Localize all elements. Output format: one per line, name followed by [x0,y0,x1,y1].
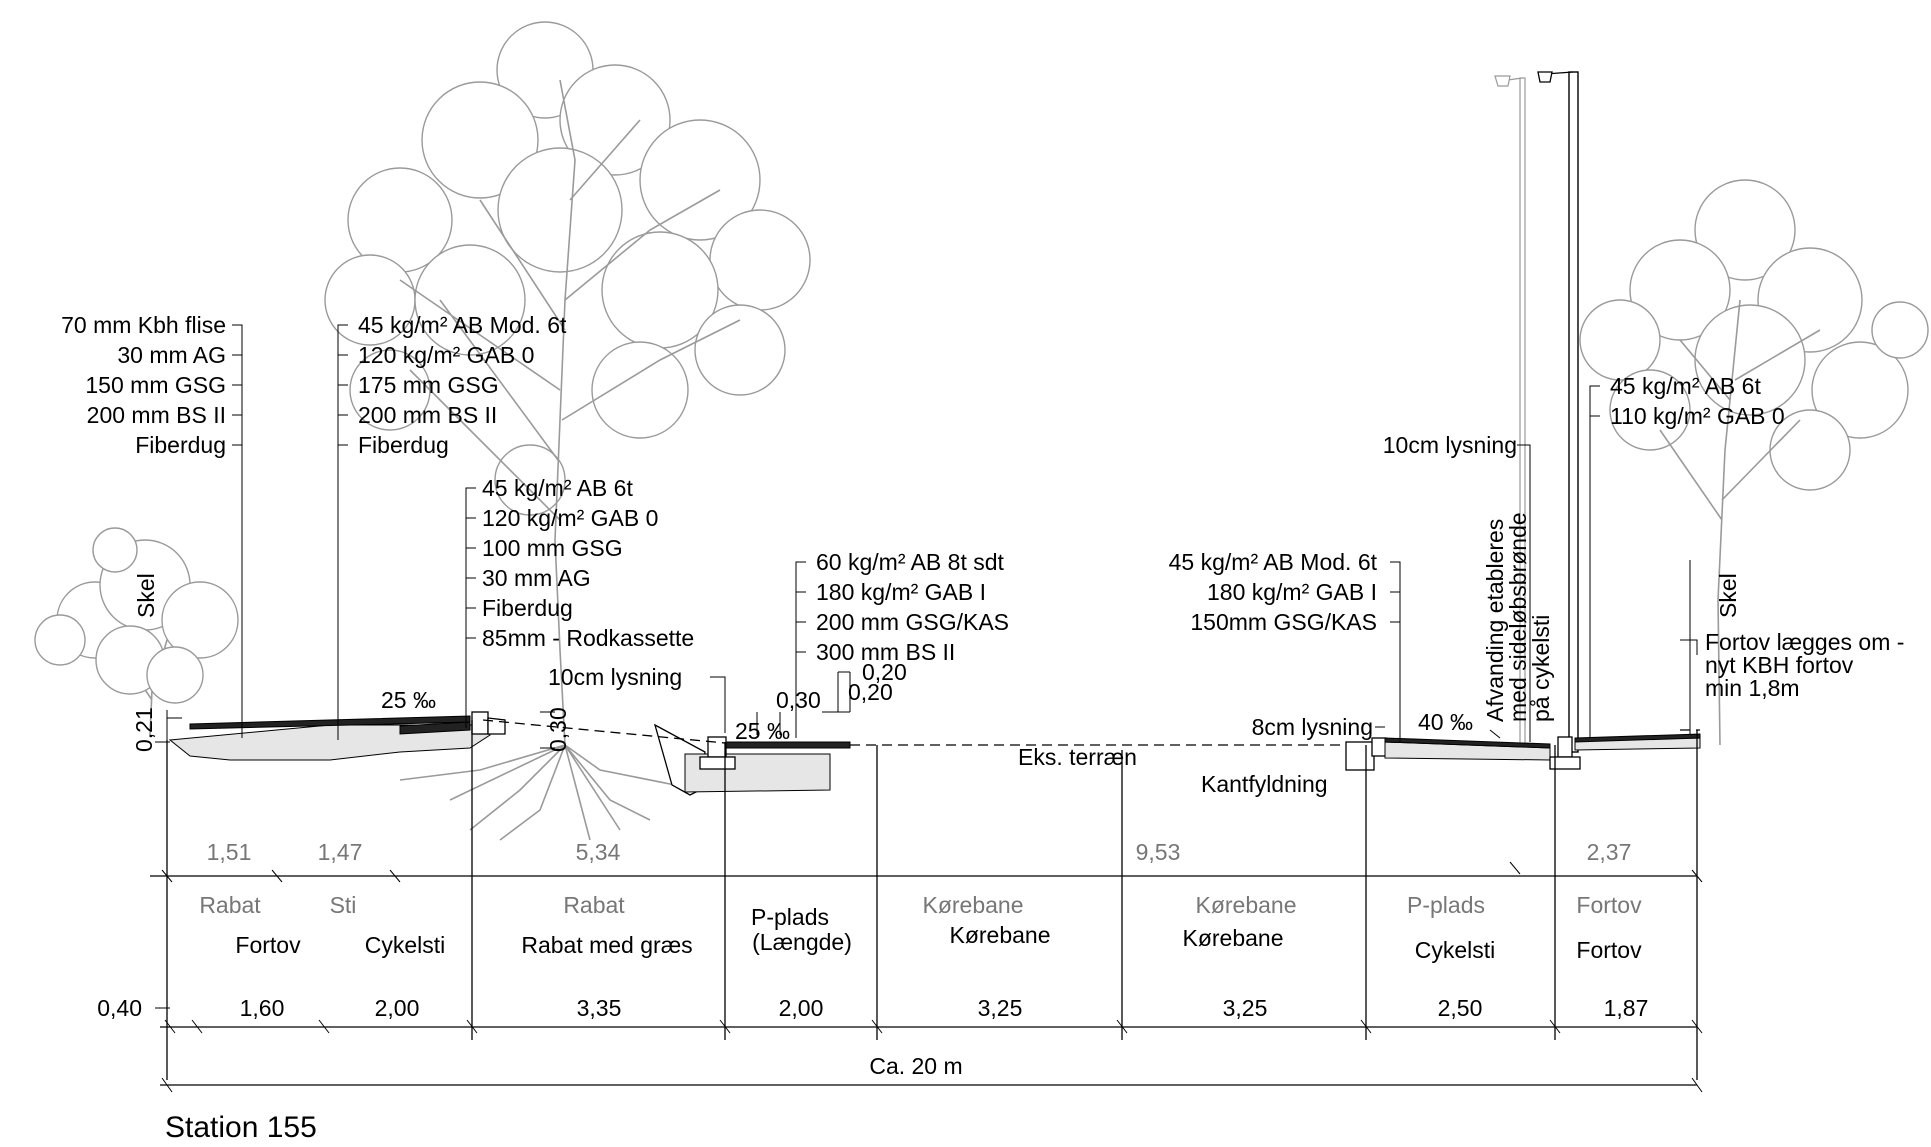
proposed-name: Kørebane [949,922,1050,948]
proposed-name: Fortov [235,932,301,958]
drainage-note-line: på cykelsti [1528,615,1554,722]
layer-stack-right-sidewalk: 45 kg/m² AB 6t 110 kg/m² GAB 0 [1610,373,1785,429]
existing-width: 5,34 [576,839,621,865]
layer-label: 200 mm GSG/KAS [816,609,1009,635]
sidewalk-note-line: Fortov lægges om - [1705,629,1904,655]
existing-width: 1,47 [318,839,363,865]
layer-label: 150 mm GSG [85,372,226,398]
layer-label: 120 kg/m² GAB 0 [482,505,658,531]
layer-stack-verge: 45 kg/m² AB 6t 120 kg/m² GAB 0 100 mm GS… [482,475,694,651]
layer-label: 120 kg/m² GAB 0 [358,342,534,368]
proposed-name: Fortov [1576,937,1642,963]
skel-label-left: Skel [133,573,159,618]
sidewalk-note-line: nyt KBH fortov [1705,652,1854,678]
layer-label: 175 mm GSG [358,372,499,398]
proposed-name: (Længde) [752,929,852,955]
layer-label: 45 kg/m² AB Mod. 6t [1169,549,1378,575]
layer-label: 45 kg/m² AB 6t [1610,373,1761,399]
slope-label: 25 ‰ [735,718,790,744]
existing-name: P-plads [1407,892,1485,918]
height-dim-label: 0,21 [131,707,157,752]
existing-names: Rabat Sti Rabat Kørebane Kørebane P-plad… [199,892,1642,918]
layer-label: 85mm - Rodkassette [482,625,694,651]
sidewalk-note-line: min 1,8m [1705,675,1800,701]
existing-name: Rabat [563,892,625,918]
proposed-width: 2,00 [375,995,420,1021]
proposed-name: Cykelsti [1415,937,1496,963]
total-width-label: Ca. 20 m [869,1053,962,1079]
proposed-name: Cykelsti [365,932,446,958]
layer-label: 180 kg/m² GAB I [1207,579,1377,605]
drainage-note-line: Afvanding etableres [1482,519,1508,722]
layer-stack-left-sidewalk: 70 mm Kbh flise 30 mm AG 150 mm GSG 200 … [61,312,226,458]
layer-label: 60 kg/m² AB 8t sdt [816,549,1005,575]
tree-right [1579,179,1929,746]
layer-label: 100 mm GSG [482,535,623,561]
layer-label: 150mm GSG/KAS [1190,609,1377,635]
proposed-width: 3,25 [978,995,1023,1021]
proposed-width: 3,25 [1223,995,1268,1021]
slope-label: 25 ‰ [381,687,436,713]
road-section-layers [168,711,1701,796]
drainage-note-line: med sideløbsbrønde [1505,512,1531,722]
proposed-width: 1,87 [1604,995,1649,1021]
layer-label: Fiberdug [135,432,226,458]
layer-label: 110 kg/m² GAB 0 [1610,403,1785,429]
station-title: Station 155 [165,1111,317,1144]
existing-widths: 1,51 1,47 5,34 9,53 2,37 [207,839,1632,865]
width-dim-label: 0,20 [848,679,893,705]
lysning-label: 8cm lysning [1252,714,1373,740]
layer-label: 70 mm Kbh flise [61,312,226,338]
annotations: Skel Skel 10cm lysning 10cm lysning 8cm … [97,432,1904,1021]
height-dim-label: 0,30 [545,707,571,752]
proposed-width: 2,50 [1438,995,1483,1021]
proposed-name: P-plads [751,904,829,930]
proposed-names: Fortov Cykelsti Rabat med græs P-plads (… [235,904,1642,963]
layer-stack-parking: 60 kg/m² AB 8t sdt 180 kg/m² GAB I 200 m… [816,549,1009,665]
layer-label: 200 mm BS II [87,402,226,428]
existing-terrain-label: Eks. terræn [1018,744,1137,770]
proposed-width: 3,35 [577,995,622,1021]
small-tree-left [34,527,239,736]
layer-stack-road-right: 45 kg/m² AB Mod. 6t 180 kg/m² GAB I 150m… [1169,549,1378,635]
existing-width: 9,53 [1136,839,1181,865]
proposed-width: 1,60 [240,995,285,1021]
edge-fill-label: Kantfyldning [1201,771,1328,797]
existing-name: Rabat [199,892,261,918]
large-tree-center [324,21,811,841]
proposed-width: 2,00 [779,995,824,1021]
width-dim-label: 0,20 [862,659,907,685]
skel-label-right: Skel [1715,573,1741,618]
existing-name: Kørebane [1195,892,1296,918]
layer-label: 200 mm BS II [358,402,497,428]
layer-label: Fiberdug [482,595,573,621]
existing-name: Kørebane [922,892,1023,918]
width-dim-label: 0,30 [776,687,821,713]
layer-label: 30 mm AG [117,342,226,368]
left-offset-label: 0,40 [97,995,142,1021]
existing-name: Sti [330,892,357,918]
slope-label: 40 ‰ [1418,709,1473,735]
layer-stack-bike-path: 45 kg/m² AB Mod. 6t 120 kg/m² GAB 0 175 … [358,312,567,458]
layer-label: 45 kg/m² AB Mod. 6t [358,312,567,338]
existing-name: Fortov [1576,892,1642,918]
leader-lines [232,324,1698,742]
layer-label: 180 kg/m² GAB I [816,579,986,605]
layer-label: 45 kg/m² AB 6t [482,475,633,501]
proposed-widths: 1,60 2,00 3,35 2,00 3,25 3,25 2,50 1,87 [240,995,1649,1021]
existing-width: 1,51 [207,839,252,865]
layer-label: Fiberdug [358,432,449,458]
dimension-lines [150,560,1703,1093]
layer-label: 30 mm AG [482,565,591,591]
existing-width: 2,37 [1587,839,1632,865]
proposed-name: Rabat med græs [521,932,692,958]
proposed-name: Kørebane [1182,925,1283,951]
lysning-label: 10cm lysning [548,664,682,690]
layer-label: 300 mm BS II [816,639,955,665]
lysning-label: 10cm lysning [1383,432,1517,458]
